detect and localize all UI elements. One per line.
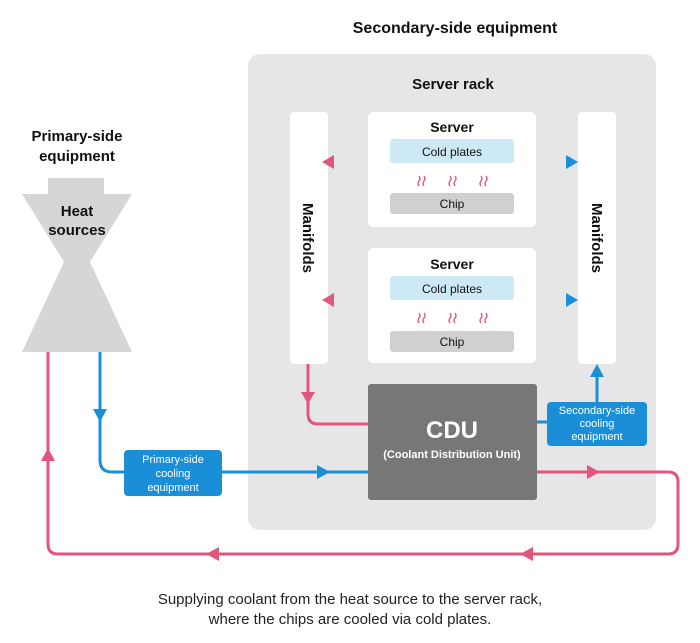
server-2-cold-plates-label: Cold plates	[422, 282, 482, 296]
server-1-outflow-arrow-icon	[322, 155, 334, 169]
manifolds-left	[290, 112, 328, 364]
server-1-heat-waves-icon	[417, 175, 488, 187]
primary-cool-right-arrow-icon	[317, 465, 330, 479]
primary-cool-line	[93, 352, 368, 479]
server-2-outflow-arrow-icon	[322, 293, 334, 307]
server-flow-arrows	[322, 155, 578, 307]
primary-cooling-equipment-box	[124, 450, 222, 496]
manifolds-left-label: Manifolds	[299, 203, 316, 273]
cdu-name: CDU	[426, 417, 478, 444]
primary-side-label-line2: equipment	[39, 148, 115, 165]
server-1-inflow-arrow-icon	[566, 155, 578, 169]
server-1-cold-plates	[390, 139, 514, 163]
heat-sources-shape	[22, 178, 132, 352]
server-rack-label: Server rack	[412, 76, 494, 93]
primary-hot-up-arrow-icon	[41, 448, 55, 461]
secondary-cooling-equipment-box	[547, 402, 647, 446]
cdu-full-name: (Coolant Distribution Unit)	[383, 449, 521, 461]
secondary-cooling-label-line3: equipment	[571, 431, 622, 443]
primary-cooling-label-line2: cooling	[156, 468, 191, 480]
server-2-chip-label: Chip	[440, 335, 465, 349]
secondary-hot-return-line	[301, 364, 368, 426]
primary-cool-down-arrow-icon	[93, 409, 107, 422]
diagram-title: Secondary-side equipment	[353, 20, 558, 37]
secondary-cool-arrow-icon	[590, 364, 604, 377]
primary-side-label-line1: Primary-side	[32, 128, 123, 145]
server-1-chip	[390, 193, 514, 214]
secondary-cooling-label-line2: cooling	[580, 418, 615, 430]
server-2-inflow-arrow-icon	[566, 293, 578, 307]
server-2-heat-waves-icon	[417, 312, 488, 324]
secondary-cool-supply-line	[537, 364, 604, 424]
server-1-cold-plates-label: Cold plates	[422, 145, 482, 159]
server-2-cold-plates	[390, 276, 514, 300]
server-1-chip-label: Chip	[440, 197, 465, 211]
heat-sources-label-line1: Heat	[61, 203, 94, 220]
primary-hot-right-arrow-icon	[587, 465, 600, 479]
primary-hot-left-arrow-2-icon	[206, 547, 219, 561]
secondary-cooling-label-line1: Secondary-side	[559, 405, 635, 417]
secondary-hot-arrow-icon	[301, 392, 315, 404]
manifolds-right-label: Manifolds	[588, 203, 605, 273]
server-2-chip	[390, 331, 514, 352]
server-1-label: Server	[430, 119, 474, 135]
heat-sources-label-line2: sources	[48, 222, 106, 239]
primary-cooling-label-line3: equipment	[147, 482, 198, 494]
primary-hot-left-arrow-1-icon	[520, 547, 533, 561]
manifolds-right	[578, 112, 616, 364]
cdu-box	[368, 384, 537, 500]
caption-line2: where the chips are cooled via cold plat…	[208, 611, 492, 628]
primary-cooling-label-line1: Primary-side	[142, 454, 204, 466]
caption-line1: Supplying coolant from the heat source t…	[157, 591, 543, 608]
server-2-label: Server	[430, 256, 474, 272]
primary-hot-return-line	[41, 352, 680, 561]
